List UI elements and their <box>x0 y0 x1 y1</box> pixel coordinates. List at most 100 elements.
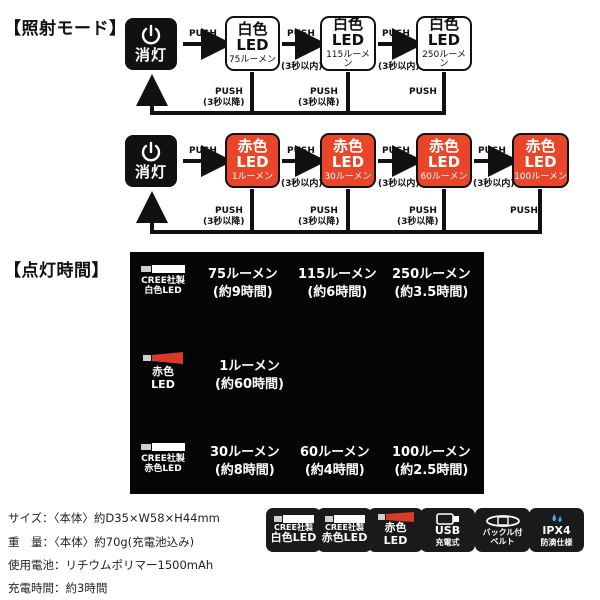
icon-brand: CREE社製 <box>141 454 185 464</box>
time-cell-red-30: 30ルーメン (約8時間) <box>210 444 280 479</box>
node-type: LED <box>236 152 269 171</box>
white-led-250-node: 白色 LED 250ルーメン <box>416 16 472 71</box>
within-3s-label: (3秒以内) <box>378 62 420 72</box>
time-cell-red-100: 100ルーメン (約2.5時間) <box>392 444 471 479</box>
node-lumen: 75ルーメン <box>228 54 277 65</box>
node-type: LED <box>524 152 557 171</box>
node-color: 赤色 <box>428 137 459 156</box>
after-3s-label: (3秒以降) <box>298 98 340 108</box>
cell-lumen: 60ルーメン <box>300 445 370 460</box>
badge-line: ベルト <box>490 537 515 546</box>
cell-lumen: 100ルーメン <box>392 445 471 460</box>
node-lumen: 60ルーメン <box>420 171 468 182</box>
led-bulb-icon <box>324 515 365 524</box>
off-label: 消灯 <box>134 46 167 64</box>
push-label: PUSH <box>409 87 437 97</box>
badge-line: IPX4 <box>542 524 571 538</box>
lighting-time-panel: CREE社製 白色LED 75ルーメン (約9時間) 115ルーメン (約6時間… <box>130 252 484 494</box>
spec-charge-time: 充電時間：約3時間 <box>8 581 108 595</box>
icon-name: LED <box>151 377 175 391</box>
node-color: 白色 <box>237 20 268 39</box>
badge-cree-red-led: CREE社製 赤色LED <box>317 508 372 552</box>
node-type: LED <box>236 35 269 54</box>
time-cell-white-250: 250ルーメン (約3.5時間) <box>392 266 471 301</box>
badge-line: 白色LED <box>270 531 317 545</box>
cell-time: (約6時間) <box>307 284 368 300</box>
push-label: PUSH <box>478 146 506 156</box>
cell-lumen: 250ルーメン <box>392 267 471 282</box>
mode-flow-arrows <box>136 28 542 234</box>
power-icon <box>141 24 161 45</box>
cell-time: (約8時間) <box>214 462 275 478</box>
icon-brand: CREE社製 <box>141 276 185 286</box>
node-lumen: 100ルーメン <box>514 171 567 182</box>
led-bulb-icon <box>273 515 314 524</box>
white-led-115-node: 白色 LED 115ルーメン <box>320 16 376 71</box>
node-lumen: 250ルーメン <box>422 49 466 70</box>
cree-red-led-icon: CREE社製 赤色LED <box>138 442 188 475</box>
after-3s-label: (3秒以降) <box>203 98 245 108</box>
push-label: PUSH <box>287 29 315 39</box>
node-color: 白色 <box>428 15 459 34</box>
power-icon <box>141 141 161 162</box>
badge-line: CREE社製 <box>325 523 364 533</box>
usb-plug-icon <box>435 513 459 525</box>
badge-line: LED <box>383 534 408 547</box>
badge-buckle-belt: バックル付 ベルト <box>475 508 530 552</box>
red-led-100-node: 赤色 LED 100ルーメン <box>512 133 569 188</box>
push-label: PUSH <box>189 29 217 39</box>
cree-white-led-icon: CREE社製 白色LED <box>138 264 188 297</box>
off-state-red: 消灯 <box>125 135 177 187</box>
node-color: 赤色 <box>237 137 268 156</box>
led-bulb-icon <box>377 512 414 523</box>
red-led-60-node: 赤色 LED 60ルーメン <box>416 133 472 188</box>
time-section-title: 【点灯時間】 <box>4 261 109 281</box>
badge-line: USB <box>434 524 461 538</box>
push-label: PUSH <box>215 206 243 216</box>
cell-lumen: 115ルーメン <box>298 267 377 282</box>
push-label: PUSH <box>287 146 315 156</box>
push-label: PUSH <box>510 206 538 216</box>
after-3s-label: (3秒以降) <box>203 217 245 227</box>
cell-time: (約2.5時間) <box>394 462 469 478</box>
push-label: PUSH <box>215 87 243 97</box>
badge-cree-white-led: CREE社製 白色LED <box>266 508 321 552</box>
red-led-30-node: 赤色 LED 30ルーメン <box>320 133 376 188</box>
within-3s-label: (3秒以内) <box>281 179 323 189</box>
spec-size: サイズ：〈本体〉約D35×W58×H44mm <box>8 511 220 525</box>
node-color: 赤色 <box>525 137 556 156</box>
node-lumen: 115ルーメン <box>326 49 370 70</box>
badge-line: 充電式 <box>435 537 460 547</box>
time-cell-red-60: 60ルーメン (約4時間) <box>300 444 370 479</box>
node-lumen: 1ルーメン <box>231 171 274 182</box>
time-cell-white-75: 75ルーメン (約9時間) <box>208 266 278 301</box>
led-bulb-icon <box>143 352 183 364</box>
red-led-1-node: 赤色 LED 1ルーメン <box>225 133 280 188</box>
belt-icon <box>485 514 520 527</box>
cell-lumen: 30ルーメン <box>210 445 280 460</box>
badge-line: バックル付 <box>482 527 523 537</box>
node-type: LED <box>427 152 461 171</box>
water-drop-icon <box>551 514 561 523</box>
led-bulb-icon <box>141 443 185 451</box>
push-label: PUSH <box>382 29 410 39</box>
led-bulb-icon <box>141 265 185 273</box>
push-label: PUSH <box>382 146 410 156</box>
push-label: PUSH <box>310 206 338 216</box>
cell-time: (約60時間) <box>215 376 284 392</box>
node-type: LED <box>427 31 461 50</box>
push-label: PUSH <box>310 87 338 97</box>
time-cell-red-1: 1ルーメン (約60時間) <box>215 358 284 393</box>
badge-line: 赤色 <box>384 521 407 535</box>
node-color: 白色 <box>332 15 363 34</box>
badge-usb-rechargeable: USB 充電式 <box>420 508 475 552</box>
cell-time: (約4時間) <box>304 462 365 478</box>
mode-section-title: 【照射モード】 <box>4 19 127 39</box>
node-color: 赤色 <box>332 137 363 156</box>
cell-time: (約9時間) <box>212 284 273 300</box>
node-lumen: 30ルーメン <box>324 171 372 182</box>
white-led-75-node: 白色 LED 75ルーメン <box>225 16 280 71</box>
spec-weight: 重 量：〈本体〉約70g(充電池込み) <box>8 535 195 549</box>
within-3s-label: (3秒以内) <box>473 179 515 189</box>
badge-red-led: 赤色 LED <box>368 508 423 552</box>
